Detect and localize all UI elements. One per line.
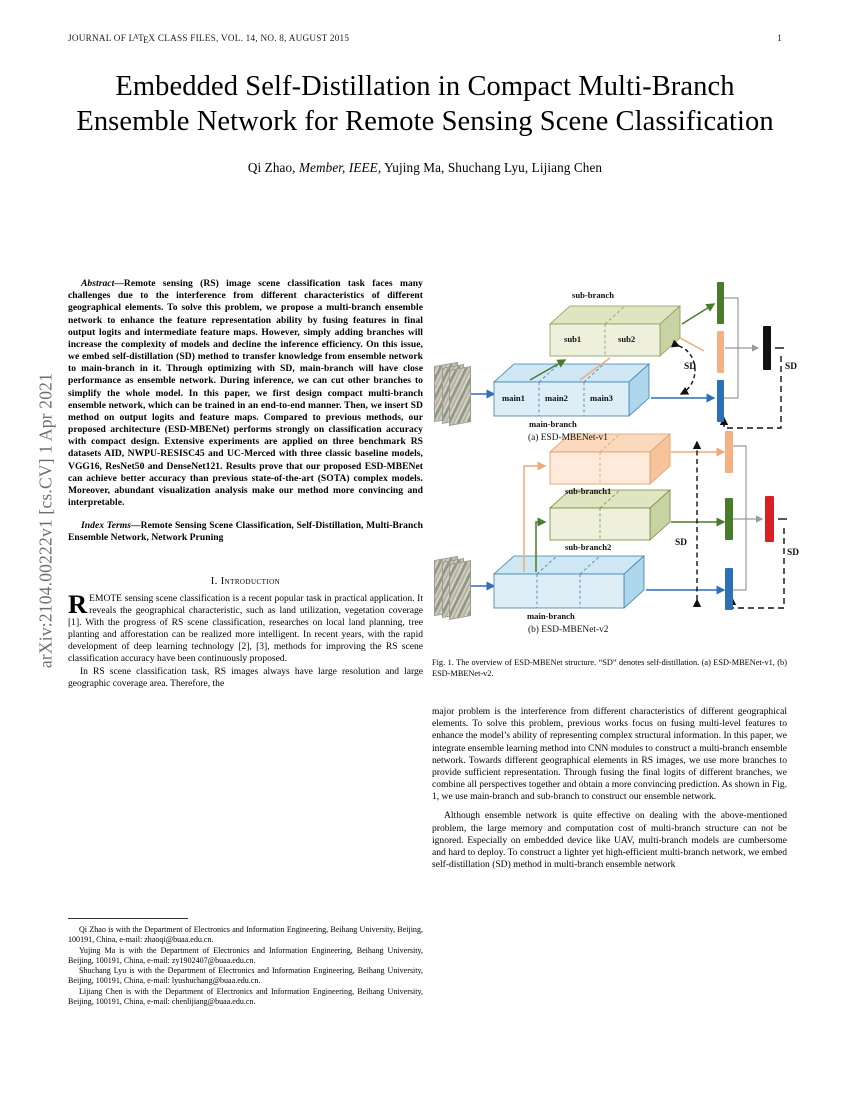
footnote-rule — [68, 918, 188, 919]
journal-prefix: JOURNAL OF — [68, 33, 129, 43]
section-heading-introduction: I. Introduction — [210, 575, 281, 587]
figure-caption-label: Fig. 1. — [432, 658, 454, 667]
index-terms-label: Index Terms — [81, 520, 132, 532]
figure-caption-text: The overview of ESD-MBENet structure. “S… — [432, 658, 787, 678]
abstract-dash: — — [114, 278, 124, 289]
main-branch-label-v1: main-branch — [529, 419, 577, 429]
journal-suffix: CLASS FILES, VOL. 14, NO. 8, AUGUST 2015 — [155, 33, 350, 43]
subcaption-v2: (b) ESD-MBENet-v2 — [528, 625, 609, 635]
input-image-stack-v2 — [449, 560, 471, 620]
intro-paragraph-1-text: EMOTE sensing scene classification is a … — [68, 592, 423, 665]
latex-t: T — [138, 33, 144, 43]
main-block-3-label: main3 — [590, 393, 613, 403]
page-number: 1 — [777, 33, 782, 43]
affiliation-item: Lijiang Chen is with the Department of E… — [68, 986, 423, 1007]
intro-paragraph-2: In RS scene classification task, RS imag… — [68, 665, 423, 689]
logit-bar-orange-v2 — [725, 431, 733, 473]
author-names-after: , Yujing Ma, Shuchang Lyu, Lijiang Chen — [377, 159, 603, 175]
abstract-label: Abstract — [81, 278, 115, 289]
latex-e: E — [143, 35, 149, 46]
logit-bar-black-v1 — [763, 326, 771, 370]
figure-diagram-svg — [462, 297, 787, 609]
page-title: Embedded Self-Distillation in Compact Mu… — [76, 71, 774, 137]
index-terms-dash: — — [131, 520, 141, 532]
logit-bar-red-v2 — [765, 496, 774, 542]
figure-caption: Fig. 1. The overview of ESD-MBENet struc… — [432, 658, 787, 680]
affiliation-item: Qi Zhao is with the Department of Electr… — [68, 925, 423, 945]
main-block-2-label: main2 — [545, 393, 568, 403]
latex-a: A — [133, 33, 139, 41]
sub-branch2-label-v2: sub-branch2 — [565, 542, 612, 552]
right-column: major problem is the interference from d… — [432, 706, 787, 871]
running-header: JOURNAL OF LATEX CLASS FILES, VOL. 14, N… — [68, 33, 782, 46]
sd-label-outer-v1: SD — [785, 362, 797, 372]
logit-bar-green-v2 — [725, 498, 733, 540]
title-block: Embedded Self-Distillation in Compact Mu… — [68, 70, 782, 176]
sub-branch1-label-v2: sub-branch1 — [565, 486, 612, 496]
intro-paragraph-3: major problem is the interference from d… — [432, 706, 787, 803]
abstract-text: Remote sensing (RS) image scene classifi… — [68, 278, 423, 509]
sd-label-inner-v2: SD — [675, 538, 687, 548]
intro-paragraph-4: Although ensemble network is quite effec… — [432, 810, 787, 871]
logit-bar-blue-v1 — [717, 380, 724, 422]
affiliation-item: Shuchang Lyu is with the Department of E… — [68, 966, 423, 986]
affiliation-item: Yujing Ma is with the Department of Elec… — [68, 945, 423, 965]
index-terms-paragraph: Index Terms—Remote Sensing Scene Classif… — [68, 520, 423, 544]
logit-bar-blue-v2 — [725, 568, 733, 610]
journal-reference: JOURNAL OF LATEX CLASS FILES, VOL. 14, N… — [68, 33, 350, 46]
arxiv-stamp: arXiv:2104.00222v1 [cs.CV] 1 Apr 2021 — [35, 372, 56, 669]
author-affiliations: Qi Zhao is with the Department of Electr… — [68, 925, 423, 1007]
logit-bar-green-v1 — [717, 282, 724, 324]
sd-label-inner-v1: SD — [684, 362, 696, 372]
sd-label-outer-v2: SD — [787, 548, 799, 558]
logit-bar-orange-v1 — [717, 331, 724, 373]
figure-canvas: sub-branch sub1 sub2 main1 main2 main3 m… — [432, 276, 799, 658]
sub-branch-label-v1: sub-branch — [572, 290, 615, 300]
sub-block-1-label: sub1 — [564, 334, 582, 344]
sub-block-2-label: sub2 — [618, 334, 636, 344]
figure-1: sub-branch sub1 sub2 main1 main2 main3 m… — [432, 276, 799, 658]
left-column: Abstract—Remote sensing (RS) image scene… — [68, 278, 423, 690]
drop-cap: R — [68, 588, 88, 619]
author-names-before: Qi Zhao, — [247, 159, 299, 175]
author-membership: Member, IEEE — [298, 159, 378, 175]
latex-logo: LATEX — [128, 33, 156, 46]
abstract-paragraph: Abstract—Remote sensing (RS) image scene… — [68, 278, 423, 509]
input-image-stack-v1 — [449, 366, 471, 426]
main-branch-label-v2: main-branch — [527, 611, 575, 621]
main-block-1-label: main1 — [502, 393, 525, 403]
index-terms-text: Remote Sensing Scene Classification, Sel… — [68, 520, 424, 544]
author-list: Qi Zhao, Member, IEEE, Yujing Ma, Shucha… — [68, 160, 782, 176]
latex-l: L — [128, 33, 135, 43]
subcaption-v1: (a) ESD-MBENet-v1 — [528, 433, 608, 443]
latex-x: X — [148, 33, 156, 43]
